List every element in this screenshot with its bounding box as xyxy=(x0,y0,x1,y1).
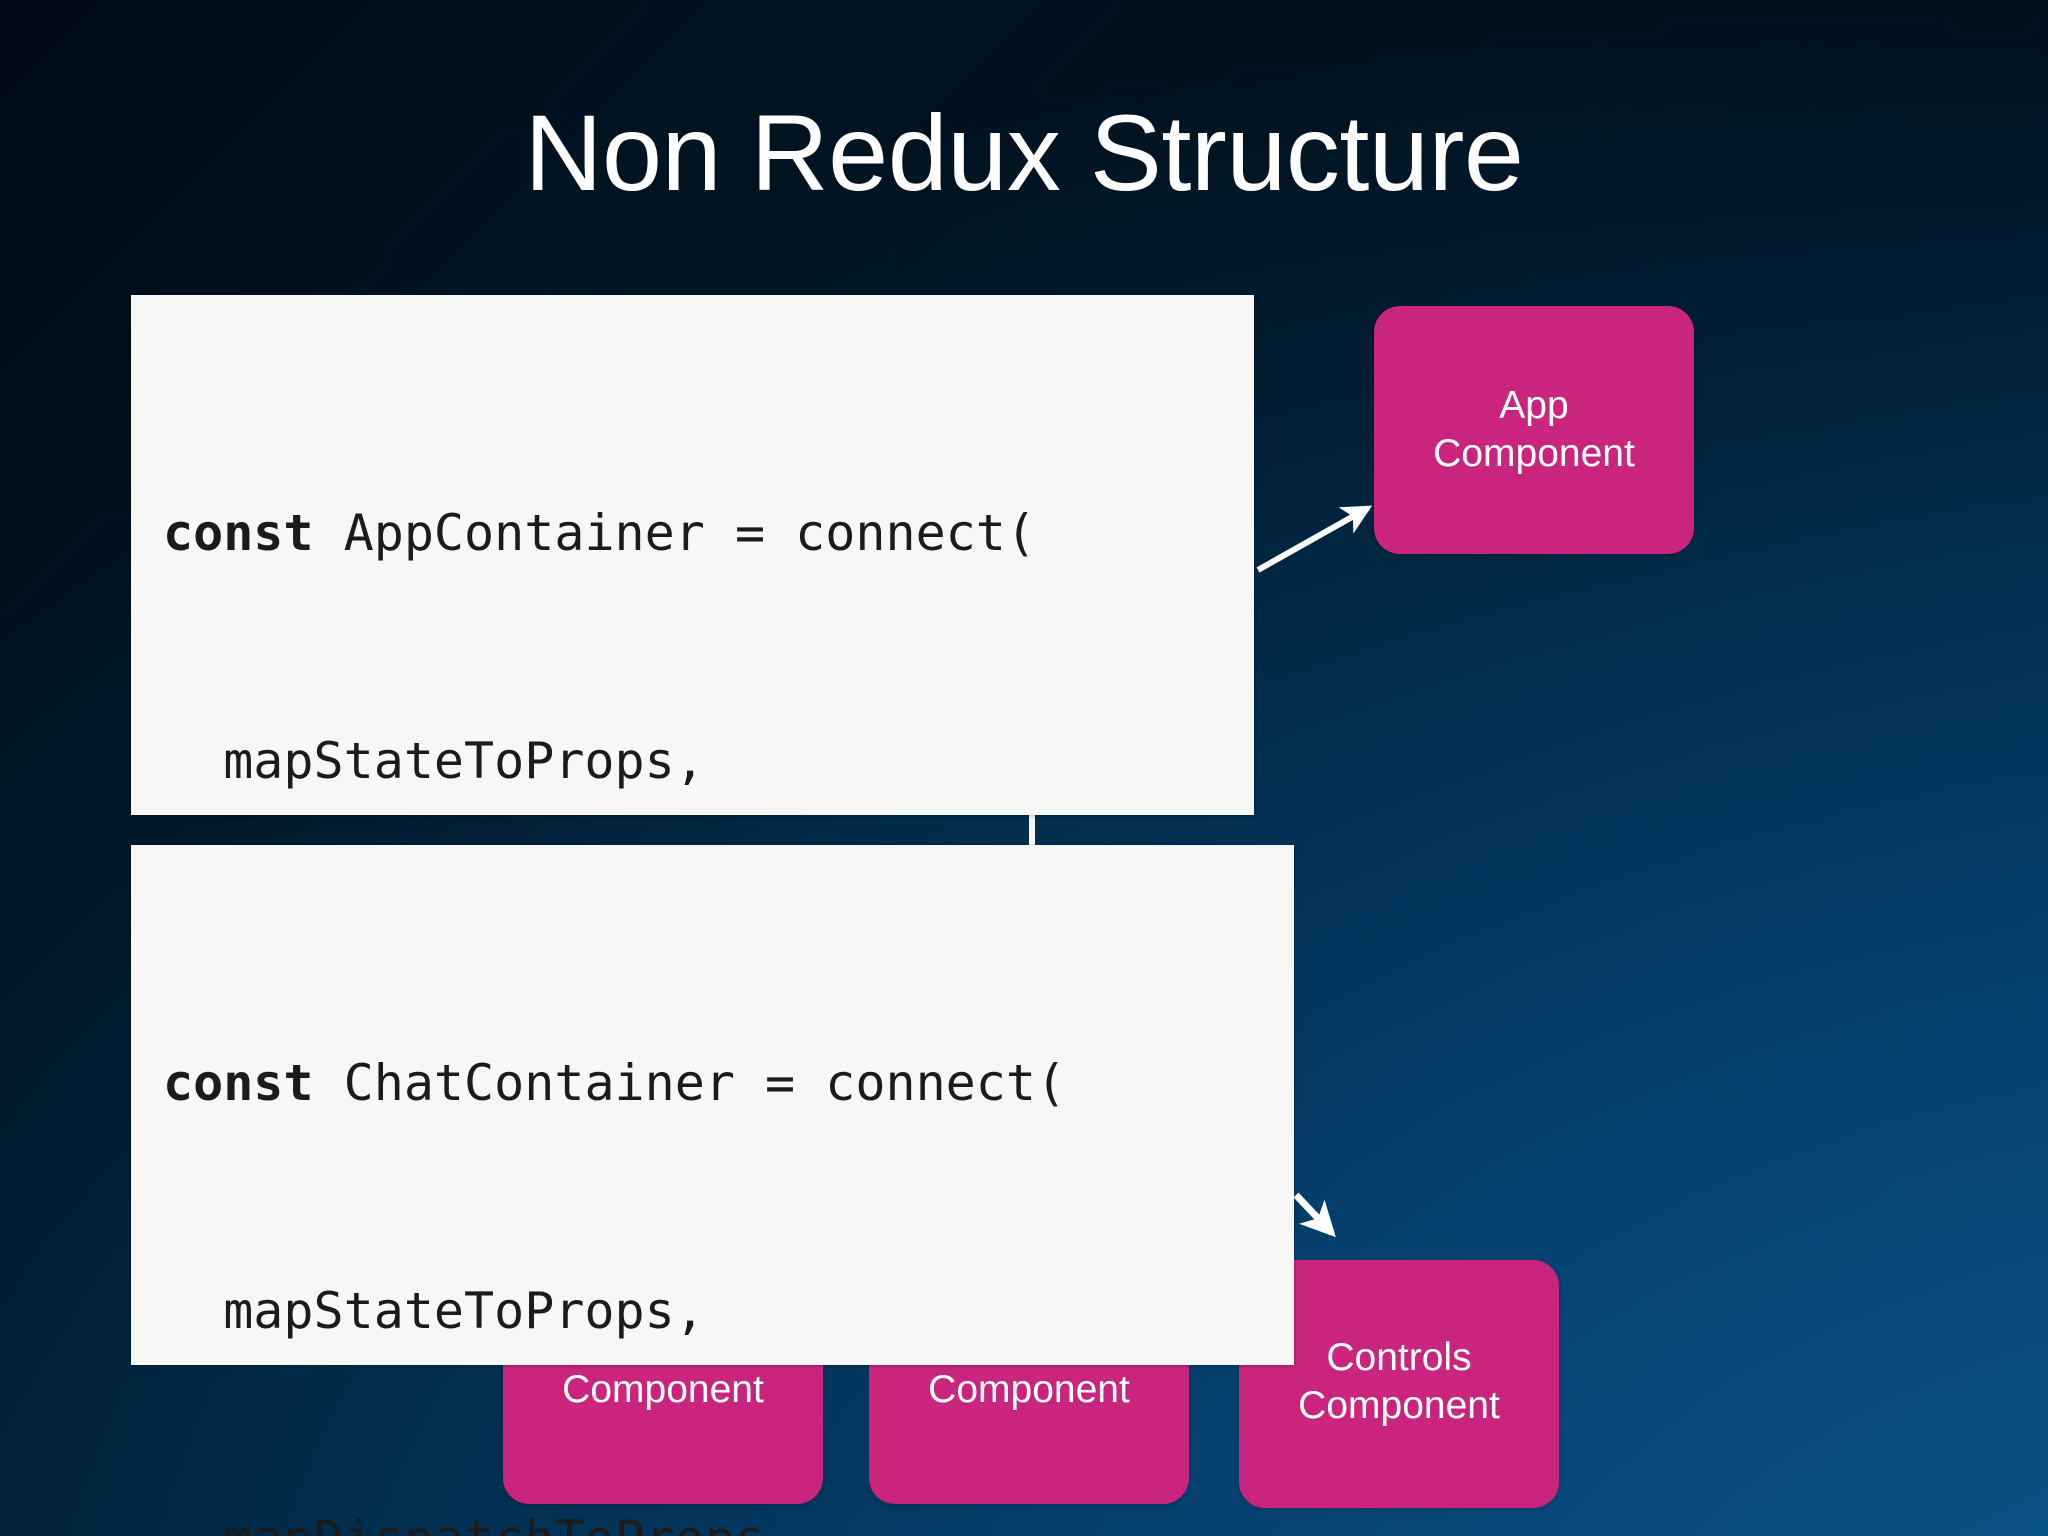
code-text: mapDispatchToProps xyxy=(163,1510,765,1536)
app-container-code-block: const AppContainer = connect( mapStateTo… xyxy=(131,295,1254,1246)
code-text: mapStateToProps, xyxy=(163,732,705,790)
arrow-app-container-to-app-component xyxy=(1256,505,1373,573)
code-text: AppContainer = connect( xyxy=(313,504,1036,562)
code-line: const AppContainer = connect( xyxy=(163,495,1254,571)
slide-title: Non Redux Structure xyxy=(524,92,1525,213)
chat-container-code-block: const ChatContainer = connect( mapStateT… xyxy=(131,845,1294,1536)
code-text: ChatContainer = connect( xyxy=(313,1054,1067,1112)
code-text: mapStateToProps, xyxy=(163,1282,705,1340)
code-block-connector xyxy=(1029,815,1035,847)
code-keyword: const xyxy=(163,1054,314,1112)
code-line: mapStateToProps, xyxy=(163,1273,1294,1349)
arrow-chat-container-to-controls-component xyxy=(1293,1192,1336,1238)
controls-component-label: Controls Component xyxy=(1298,1336,1500,1427)
app-component-label: App Component xyxy=(1433,384,1635,475)
code-line: const ChatContainer = connect( xyxy=(163,1045,1294,1121)
code-keyword: const xyxy=(163,504,314,562)
code-line: mapDispatchToProps xyxy=(163,1501,1294,1536)
app-component-box[interactable]: App Component xyxy=(1374,306,1694,554)
code-line: mapStateToProps, xyxy=(163,723,1254,799)
